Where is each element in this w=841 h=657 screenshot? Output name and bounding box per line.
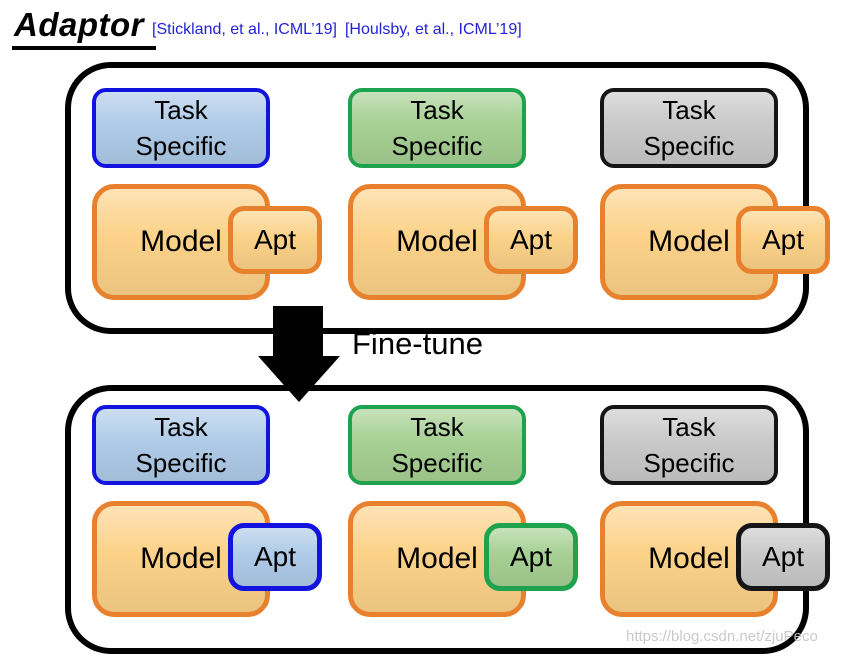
adapter-box: Apt — [228, 206, 322, 274]
task-specific-box: Task Specific — [600, 88, 778, 168]
adapter-box: Apt — [228, 523, 322, 591]
adapter-box: Apt — [484, 206, 578, 274]
model-area: Model Apt — [348, 501, 578, 617]
adapter-label: Apt — [761, 541, 805, 572]
model-label: Model — [140, 542, 222, 575]
task-specific-label: Task Specific — [135, 412, 227, 478]
task-specific-label: Task Specific — [643, 412, 735, 478]
fine-tune-label: Fine-tune — [352, 326, 483, 361]
model-box: Model — [348, 501, 526, 617]
column-blue-after: Task Specific Model Apt — [92, 405, 322, 617]
task-specific-box: Task Specific — [92, 405, 270, 485]
model-area: Model Apt — [600, 184, 830, 300]
model-label: Model — [396, 225, 478, 258]
page-title: Adaptor — [12, 6, 156, 50]
model-label: Model — [648, 542, 730, 575]
model-label: Model — [396, 542, 478, 575]
citation-stickland: [Stickland, et al., ICML’19] — [152, 21, 337, 38]
task-specific-box: Task Specific — [348, 405, 526, 485]
adapter-label: Apt — [253, 224, 297, 255]
model-label: Model — [140, 225, 222, 258]
adapter-label: Apt — [509, 541, 553, 572]
model-area: Model Apt — [92, 501, 322, 617]
adapter-box: Apt — [484, 523, 578, 591]
pretrain-stage-container: Task Specific Model Apt Task Specific Mo… — [65, 62, 830, 334]
watermark-url: https://blog.csdn.net/zjuPeco — [626, 628, 818, 645]
adapter-box: Apt — [736, 206, 830, 274]
task-specific-box: Task Specific — [348, 88, 526, 168]
arrow-shaft — [273, 306, 323, 358]
column-gray-before: Task Specific Model Apt — [600, 88, 830, 300]
column-green-after: Task Specific Model Apt — [348, 405, 578, 617]
model-area: Model Apt — [348, 184, 578, 300]
adapter-label: Apt — [761, 224, 805, 255]
task-specific-label: Task Specific — [135, 95, 227, 161]
arrow-head — [258, 356, 340, 402]
task-specific-label: Task Specific — [643, 95, 735, 161]
column-green-before: Task Specific Model Apt — [348, 88, 578, 300]
citations: [Stickland, et al., ICML’19] [Houlsby, et… — [152, 21, 530, 39]
model-label: Model — [648, 225, 730, 258]
citation-houlsby: [Houlsby, et al., ICML’19] — [344, 21, 522, 38]
model-area: Model Apt — [92, 184, 322, 300]
column-blue-before: Task Specific Model Apt — [92, 88, 322, 300]
model-area: Model Apt — [600, 501, 830, 617]
task-specific-label: Task Specific — [391, 412, 483, 478]
column-gray-after: Task Specific Model Apt — [600, 405, 830, 617]
task-specific-box: Task Specific — [92, 88, 270, 168]
task-specific-box: Task Specific — [600, 405, 778, 485]
finetuned-stage-container: Task Specific Model Apt Task Specific Mo… — [65, 385, 830, 654]
task-specific-label: Task Specific — [391, 95, 483, 161]
adapter-label: Apt — [509, 224, 553, 255]
adapter-label: Apt — [253, 541, 297, 572]
adapter-box: Apt — [736, 523, 830, 591]
